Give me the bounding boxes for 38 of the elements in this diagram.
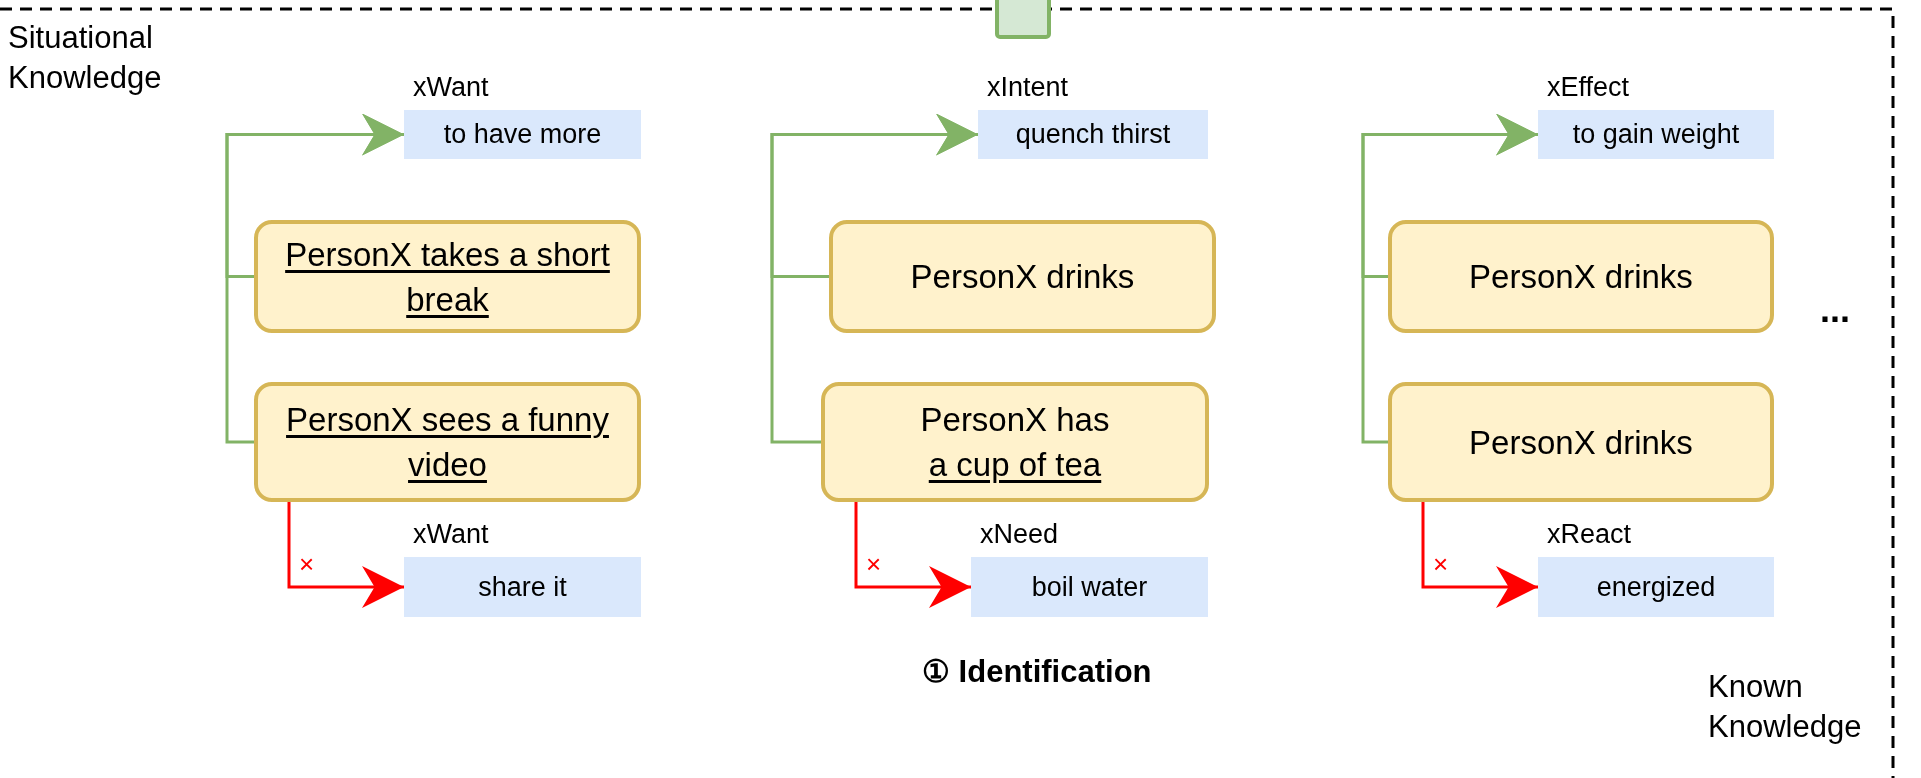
relation-label: xEffect bbox=[1547, 72, 1630, 103]
relation-label: xWant bbox=[413, 519, 489, 550]
inference-text: to gain weight bbox=[1572, 119, 1740, 150]
arrow bbox=[287, 502, 404, 608]
event-box bbox=[254, 220, 641, 333]
edge-label: × bbox=[1433, 549, 1449, 579]
inference-text: boil water bbox=[1031, 571, 1148, 603]
relation-label: xIntent bbox=[987, 72, 1069, 103]
arrow bbox=[1361, 113, 1538, 444]
event-box bbox=[829, 220, 1216, 333]
event-text: a cup of tea bbox=[928, 445, 1102, 485]
event-text: PersonX takes a short break bbox=[284, 234, 611, 320]
event-box bbox=[254, 382, 641, 502]
relation-label: xNeed bbox=[980, 519, 1059, 550]
section-label: Situational Knowledge bbox=[8, 19, 163, 97]
event-box bbox=[1388, 220, 1774, 333]
relation-label: xWant bbox=[413, 72, 489, 103]
inference-text: energized bbox=[1596, 571, 1716, 603]
arrow bbox=[225, 113, 404, 444]
section-label: Known Knowledge bbox=[1708, 668, 1863, 746]
step-title: ① Identification bbox=[922, 653, 1152, 691]
event-box bbox=[821, 382, 1209, 502]
arrow bbox=[854, 502, 971, 608]
arrow bbox=[770, 113, 978, 444]
inference-text: quench thirst bbox=[1015, 119, 1171, 150]
event-text: PersonX sees a funny video bbox=[285, 400, 610, 485]
event-text: PersonX drinks bbox=[910, 257, 1135, 297]
ellipsis: ... bbox=[1820, 290, 1850, 330]
inference-text: share it bbox=[478, 571, 567, 603]
edge-label: × bbox=[299, 549, 315, 579]
event-text: PersonX drinks bbox=[1469, 422, 1693, 463]
event-box bbox=[1388, 382, 1774, 502]
relation-label: xReact bbox=[1547, 519, 1632, 550]
inference-text: to have more bbox=[443, 119, 602, 150]
edge-label: × bbox=[866, 549, 882, 579]
arrow bbox=[1421, 502, 1538, 608]
event-text: PersonX drinks bbox=[1469, 257, 1693, 297]
event-text: PersonX has bbox=[920, 400, 1110, 440]
